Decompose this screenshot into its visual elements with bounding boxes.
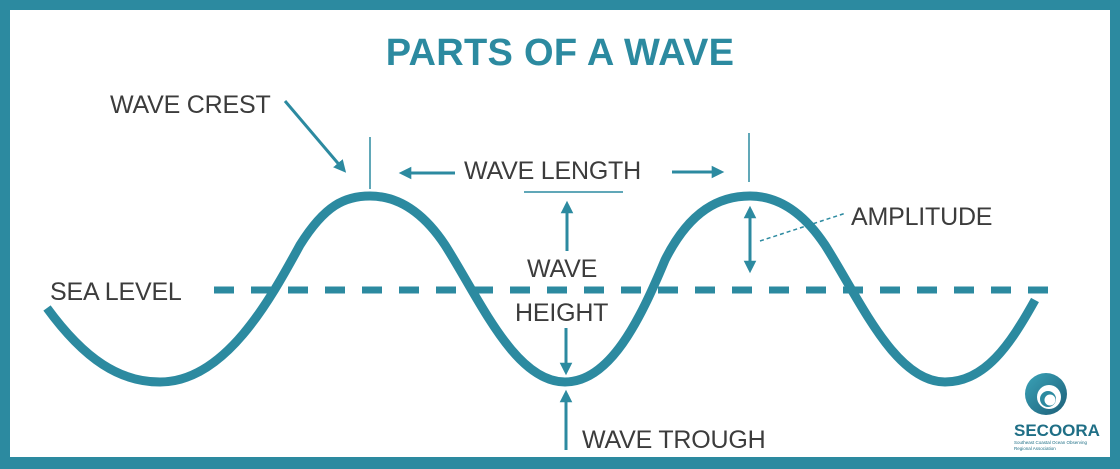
secoora-logo: SECOORA Southeast Coastal Ocean Observin… [1011,370,1101,460]
amplitude-label: AMPLITUDE [851,203,993,231]
logo-subtitle-line2: Regional Association [1014,445,1056,451]
sea-level-label: SEA LEVEL [50,278,182,306]
wave-length-label: WAVE LENGTH [464,157,641,185]
wave-trough-label: WAVE TROUGH [582,426,766,454]
logo-name: SECOORA [1014,421,1100,440]
wave-crest-label: WAVE CREST [110,91,271,119]
wave-height-label-line1: WAVE [527,255,598,283]
wave-curve [43,191,1039,387]
wave-crest-arrow [283,100,347,173]
logo-subtitle-line1: Southeast Coastal Ocean Observing [1014,440,1088,445]
amplitude-leader-line [759,212,847,242]
secoora-wave-logo-icon [1025,373,1067,415]
wave-height-label-line2: HEIGHT [515,299,609,327]
page-title: PARTS OF A WAVE [385,32,735,74]
logo-subtitle: Southeast Coastal Ocean Observing Region… [1014,440,1104,451]
